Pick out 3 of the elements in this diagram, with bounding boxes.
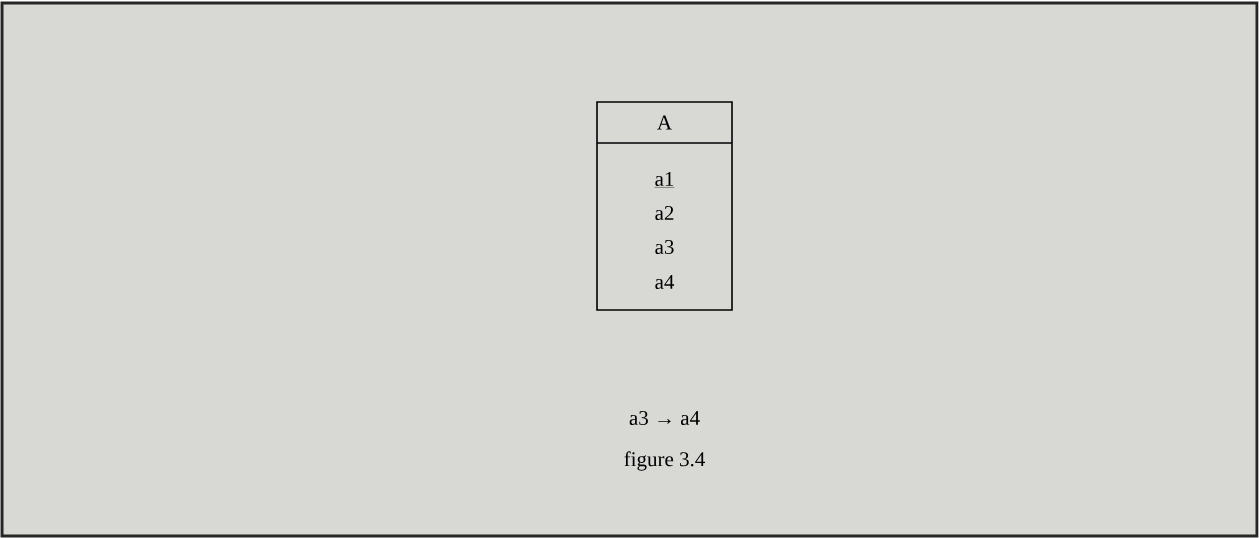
caption: figure 3.4: [624, 451, 705, 471]
dependency-text: a3 → a4: [629, 410, 700, 426]
entity-box: A a1 a2 a3 a4: [596, 101, 733, 311]
